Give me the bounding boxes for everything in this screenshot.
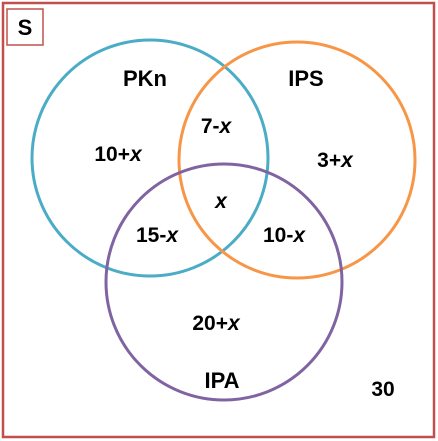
set-ipa-circle: [104, 162, 344, 402]
universe-outside-value: 30: [371, 378, 394, 401]
set-ipa-label: IPA: [204, 368, 239, 393]
region-all-three: x: [214, 190, 228, 213]
universe-label: S: [18, 15, 33, 40]
set-ips-label: IPS: [288, 66, 323, 91]
region-pkn-ipa: 15-x: [136, 224, 179, 247]
region-pkn-only: 10+x: [94, 143, 143, 166]
set-pkn-label: PKn: [123, 66, 167, 91]
region-pkn-ips: 7-x: [201, 115, 233, 138]
region-ipa-only: 20+x: [192, 312, 241, 335]
region-ips-only: 3+x: [317, 149, 354, 172]
set-pkn-circle: [30, 38, 270, 278]
region-ips-ipa: 10-x: [263, 224, 306, 247]
universe-label-box: [6, 8, 44, 46]
set-ips-circle: [177, 40, 417, 280]
